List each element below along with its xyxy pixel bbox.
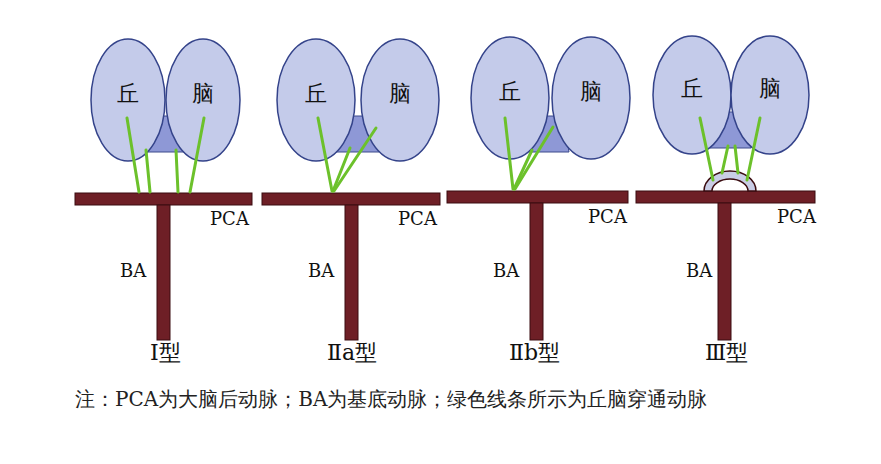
- type-label: Ⅰ型: [150, 342, 181, 364]
- thalamus-ellipse: 脑: [165, 38, 241, 162]
- ellipse-shape: [361, 39, 439, 161]
- node-label: 脑: [759, 74, 781, 104]
- artery-arch: [704, 171, 756, 191]
- thalamus-ellipse: 脑: [551, 36, 631, 160]
- pca-artery: [75, 193, 252, 205]
- type-label: Ⅱb型: [509, 342, 560, 364]
- node-label: 丘: [499, 77, 521, 107]
- type-label: Ⅲ型: [705, 342, 748, 364]
- basilar-artery: [157, 205, 170, 340]
- node-label: 脑: [389, 79, 411, 109]
- pca-artery: [262, 193, 440, 205]
- figure-note: 注：PCA为大脑后动脉；BA为基底动脉；绿色线条所示为丘脑穿通动脉: [75, 380, 805, 418]
- ellipse-shape: [653, 36, 731, 154]
- thalamus-ellipse: 脑: [730, 35, 810, 155]
- ellipse-shape: [731, 36, 809, 154]
- perforating-artery: [127, 118, 139, 192]
- perforating-artery: [747, 118, 760, 180]
- perforating-artery: [190, 118, 204, 192]
- node-label: 脑: [192, 79, 214, 109]
- node-label: 脑: [580, 77, 602, 107]
- thalamus-ellipse: 丘: [470, 36, 550, 160]
- basilar-artery: [530, 203, 543, 340]
- basilar-artery: [718, 203, 731, 340]
- perforating-artery: [514, 150, 532, 189]
- ellipse-shape: [91, 39, 165, 161]
- thalamus-ellipse: 脑: [360, 38, 440, 162]
- perforating-artery: [334, 128, 376, 191]
- perforating-artery: [505, 118, 513, 189]
- artery-label: BA: [120, 262, 146, 280]
- thalamus-ellipse: 丘: [276, 38, 356, 162]
- pca-artery: [636, 191, 815, 203]
- ellipse-shape: [277, 39, 355, 161]
- ellipse-shape: [471, 37, 549, 159]
- artery-label: BA: [493, 262, 519, 280]
- basilar-artery: [345, 205, 358, 340]
- node-label: 丘: [305, 79, 327, 109]
- perforating-artery: [176, 150, 178, 192]
- artery-label: BA: [686, 262, 712, 280]
- perforating-artery: [318, 118, 332, 191]
- perforating-artery: [700, 118, 713, 180]
- ellipse-shape: [166, 39, 240, 161]
- artery-label: PCA: [777, 208, 816, 226]
- artery-label: PCA: [210, 210, 249, 228]
- artery-label: BA: [308, 262, 334, 280]
- perforating-artery: [333, 148, 350, 191]
- thalamus-ellipse: 丘: [652, 35, 732, 155]
- perforating-artery: [146, 150, 150, 192]
- ellipse-shape: [552, 37, 630, 159]
- node-label: 丘: [681, 74, 703, 104]
- perforating-artery: [722, 146, 728, 173]
- thalamus-ellipse: 丘: [90, 38, 166, 162]
- artery-label: PCA: [588, 208, 627, 226]
- node-label: 丘: [117, 79, 139, 109]
- artery-label: PCA: [398, 210, 437, 228]
- pca-artery: [447, 191, 628, 203]
- perforating-artery: [735, 146, 738, 173]
- type-label: Ⅱa型: [327, 342, 377, 364]
- perforating-artery: [515, 127, 553, 189]
